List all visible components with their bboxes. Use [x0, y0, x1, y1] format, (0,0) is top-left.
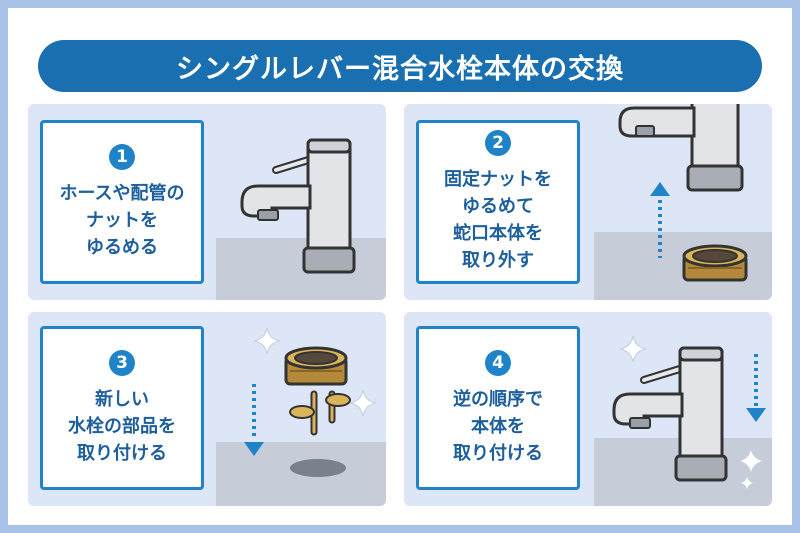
step-text-line: 水栓の部品を: [68, 415, 176, 437]
step-text-line: ゆるめて: [462, 196, 534, 217]
step-text-line: 取り外す: [462, 250, 534, 271]
faucet-icon: [240, 138, 356, 274]
step-text-line: 取り付ける: [77, 442, 167, 464]
step-text-line: ゆるめる: [86, 236, 158, 258]
step-panel-4: 4 逆の順序で 本体を 取り付ける: [404, 312, 772, 506]
step-number-badge: 3: [109, 349, 135, 376]
faucet-icon: [612, 346, 728, 482]
step-text-line: 逆の順序で: [453, 388, 543, 410]
page-title: シングルレバー混合水栓本体の交換: [38, 40, 762, 92]
step-card-1: 1 ホースや配管の ナットを ゆるめる: [40, 120, 204, 284]
step-panel-1: 1 ホースや配管の ナットを ゆるめる: [28, 104, 386, 300]
sparkle-icon: [738, 448, 764, 474]
step-card-4: 4 逆の順序で 本体を 取り付ける: [416, 326, 580, 490]
sparkle-icon: [620, 336, 646, 362]
step-text-line: 新しい: [95, 388, 149, 410]
step-panel-3: 3 新しい 水栓の部品を 取り付ける: [28, 312, 386, 506]
shadow-icon: [290, 459, 346, 477]
step-number-badge: 4: [485, 349, 511, 376]
nut-icon: [682, 244, 748, 282]
step-text-line: 固定ナットを: [444, 169, 552, 190]
step-text-line: ホースや配管の: [59, 182, 185, 204]
step-card-2: 2 固定ナットを ゆるめて 蛇口本体を 取り外す: [416, 120, 580, 284]
sparkle-icon: [740, 476, 754, 490]
counter-surface: [216, 238, 386, 300]
dotted-arrow-down-icon: [746, 354, 766, 422]
faucet-icon: [618, 104, 744, 192]
sparkle-icon: [254, 328, 280, 354]
step-number-badge: 1: [109, 143, 135, 170]
step-text-line: 取り付ける: [453, 442, 543, 464]
step-text-line: ナットを: [86, 209, 158, 231]
page-title-text: シングルレバー混合水栓本体の交換: [176, 53, 624, 85]
dotted-arrow-down-icon: [244, 384, 264, 456]
dotted-arrow-up-icon: [650, 182, 670, 258]
step-card-3: 3 新しい 水栓の部品を 取り付ける: [40, 326, 204, 490]
step-panel-2: 2 固定ナットを ゆるめて 蛇口本体を 取り外す: [404, 104, 772, 300]
step-number-badge: 2: [485, 130, 511, 156]
step-text-line: 蛇口本体を: [453, 223, 543, 244]
nut-icon: [284, 346, 351, 436]
step-text-line: 本体を: [471, 415, 525, 437]
sparkle-icon: [350, 390, 376, 416]
